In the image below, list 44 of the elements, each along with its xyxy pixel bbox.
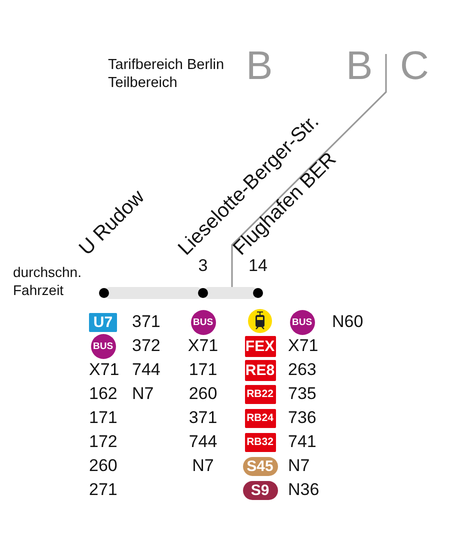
line-badge: U7 xyxy=(89,312,117,332)
line-number: N7 xyxy=(132,384,154,404)
line-number: 735 xyxy=(288,384,316,404)
line-number: N36 xyxy=(288,480,320,500)
travel-time-note: durchschn. Fahrzeit xyxy=(13,264,82,299)
line-number: N7 xyxy=(288,456,310,476)
fare-zone-note: Tarifbereich Berlin Teilbereich xyxy=(108,56,226,92)
line-number: 736 xyxy=(288,408,316,428)
line-number: 172 xyxy=(89,432,118,452)
line-number: X71 xyxy=(188,336,218,356)
line-badge: RB22 xyxy=(244,384,276,404)
line-badge: FEX xyxy=(244,336,276,356)
zone-letter: B xyxy=(346,46,373,86)
line-number: 744 xyxy=(132,360,160,380)
bus-icon: BUS xyxy=(190,310,216,334)
line-number: 271 xyxy=(89,480,118,500)
line-badge: S45 xyxy=(242,456,278,476)
bus-icon: BUS xyxy=(290,310,314,334)
line-number: 260 xyxy=(188,384,218,404)
line-number: 372 xyxy=(132,336,160,356)
line-badge: S9 xyxy=(242,480,278,500)
line-number: 741 xyxy=(288,432,316,452)
zone-letter: B xyxy=(246,46,273,86)
line-number: X71 xyxy=(288,336,318,356)
line-number: 171 xyxy=(188,360,218,380)
bus-icon: BUS xyxy=(90,334,116,358)
line-number: 260 xyxy=(89,456,118,476)
travel-time: 14 xyxy=(248,256,268,276)
route-line xyxy=(104,287,203,299)
line-badge: RB24 xyxy=(244,408,276,428)
travel-time: 3 xyxy=(198,256,208,276)
route-line xyxy=(203,287,258,299)
zone-letter: C xyxy=(400,46,429,86)
line-badge: RE8 xyxy=(244,360,276,380)
line-number: 162 xyxy=(89,384,118,404)
line-number: N7 xyxy=(192,456,214,476)
line-number: 744 xyxy=(188,432,218,452)
line-number: 171 xyxy=(89,408,118,428)
line-number: 263 xyxy=(288,360,316,380)
line-badge: RB32 xyxy=(244,432,276,452)
line-number: X71 xyxy=(89,360,120,380)
line-number: 371 xyxy=(188,408,218,428)
line-number: N60 xyxy=(332,312,364,332)
line-number: 371 xyxy=(132,312,160,332)
